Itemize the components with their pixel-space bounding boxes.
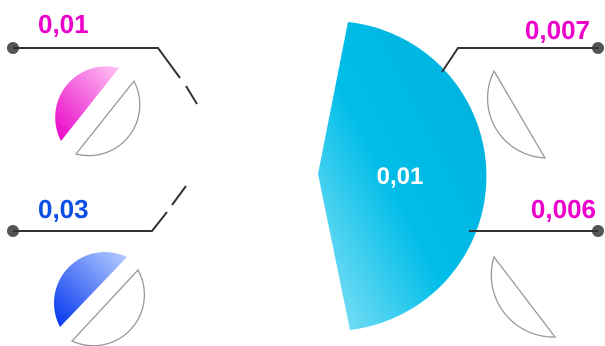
- bottom-right-group: 0,006: [469, 194, 604, 338]
- connector-line: [171, 185, 187, 206]
- top-right-value: 0,007: [525, 15, 590, 45]
- bottom-right-value: 0,006: [531, 194, 596, 224]
- blue-half-disc: [54, 252, 127, 327]
- outline-sector: [486, 69, 547, 159]
- bottom-left-group: 0,03: [7, 185, 187, 346]
- bottom-left-value: 0,03: [38, 194, 89, 224]
- magenta-half-disc: [55, 66, 119, 141]
- outline-half-disc: [70, 268, 145, 346]
- center-sector-group: 0,01: [318, 22, 487, 330]
- outline-half-disc: [74, 79, 141, 157]
- cyan-sector: [318, 22, 487, 330]
- outline-sector: [490, 255, 557, 338]
- top-left-group: 0,01: [7, 9, 198, 157]
- connector-line: [185, 85, 198, 105]
- connector-line: [441, 47, 598, 73]
- connector-line: [13, 47, 181, 79]
- center-value: 0,01: [377, 163, 424, 190]
- top-left-value: 0,01: [38, 9, 89, 39]
- top-right-group: 0,007: [441, 15, 604, 159]
- connector-line: [13, 211, 168, 232]
